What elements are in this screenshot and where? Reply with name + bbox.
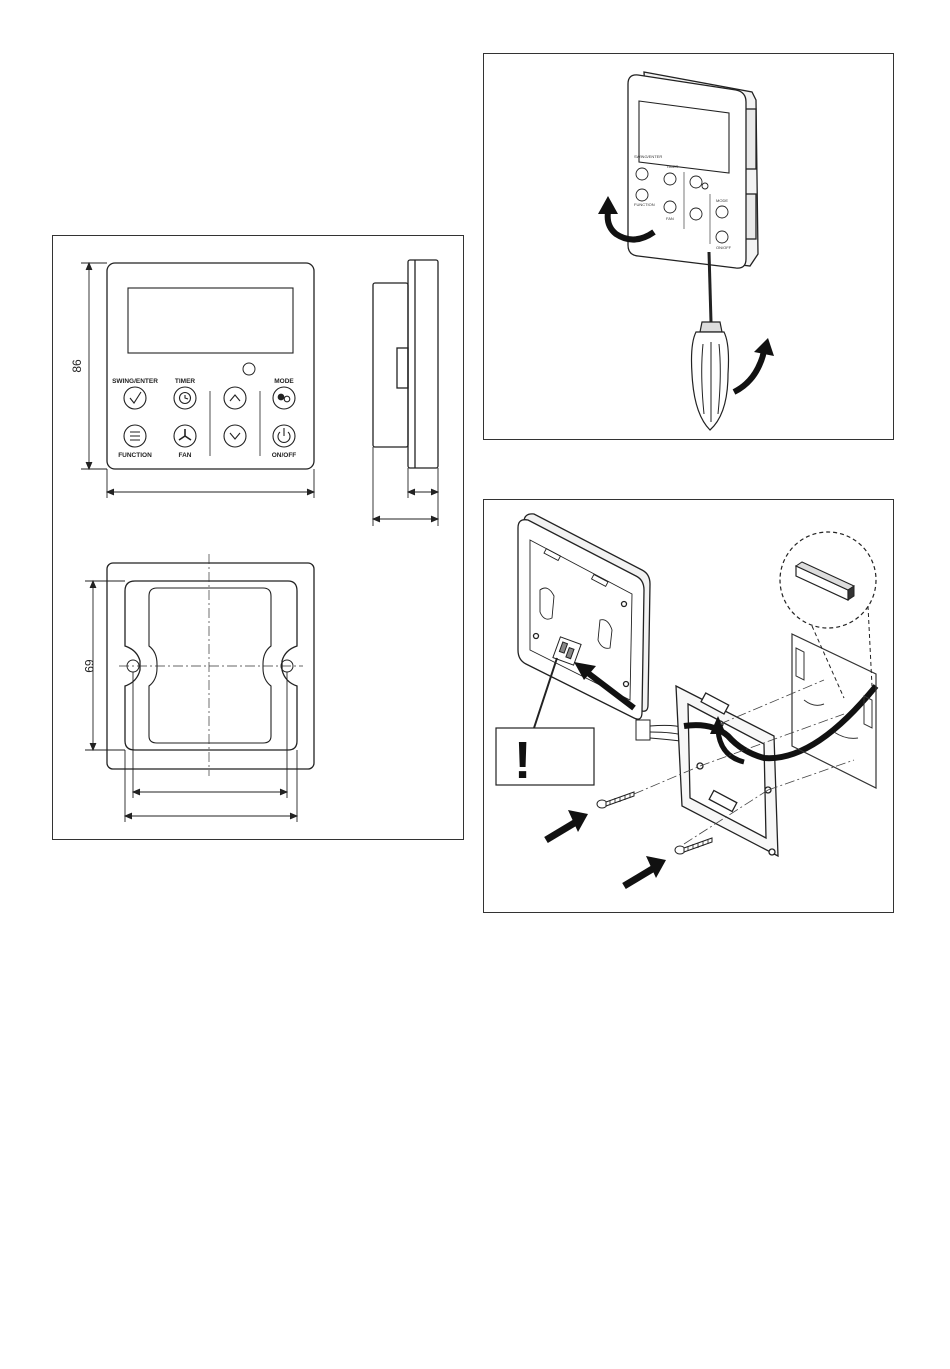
installation-drawing: ! <box>484 500 893 912</box>
small-label-timer: TIMER <box>666 164 679 169</box>
menu-icon <box>130 432 140 440</box>
push-arrow-lower-icon <box>624 856 666 886</box>
label-timer: TIMER <box>175 378 196 385</box>
check-icon <box>130 392 141 403</box>
screwdriver-icon <box>692 252 729 430</box>
warning-symbol: ! <box>514 732 531 790</box>
dimension-label-69: 69 <box>82 659 96 673</box>
screw-lower-icon <box>675 838 712 854</box>
fan-icon <box>179 429 191 440</box>
button-timer <box>174 387 196 409</box>
dimension-label-86: 86 <box>70 359 84 373</box>
small-label-mode: MODE <box>716 198 728 203</box>
down-arrow-icon <box>230 433 240 439</box>
controller-side-view <box>373 260 438 468</box>
mode-icon <box>278 394 284 400</box>
button-on-off <box>273 425 295 447</box>
button-mode <box>273 387 295 409</box>
dimensions-drawing: SWING/ENTER TIMER MODE FUNCTION FAN ON/O… <box>53 236 463 839</box>
push-arrow-upper-icon <box>546 810 588 840</box>
button-function <box>124 425 146 447</box>
up-arrow-icon <box>230 395 240 401</box>
installation-figure: ! <box>483 499 894 913</box>
wall-box <box>792 634 876 788</box>
small-label-function: FUNCTION <box>634 202 655 207</box>
removal-drawing: SWING/ENTER TIMER MODE FUNCTION FAN ON/O… <box>484 54 893 439</box>
label-fan: FAN <box>179 452 192 459</box>
mounting-plate <box>676 686 778 856</box>
dimensions-figure: SWING/ENTER TIMER MODE FUNCTION FAN ON/O… <box>52 235 464 840</box>
label-function: FUNCTION <box>118 452 152 459</box>
small-label-swing-enter: SWING/ENTER <box>634 154 662 159</box>
label-swing-enter: SWING/ENTER <box>112 378 158 385</box>
label-mode: MODE <box>274 378 294 385</box>
small-label-fan: FAN <box>666 216 674 221</box>
button-swing-enter <box>124 387 146 409</box>
button-down <box>224 425 246 447</box>
dimension-depth-side <box>373 447 438 526</box>
button-up <box>224 387 246 409</box>
label-on-off: ON/OFF <box>272 452 297 459</box>
dimension-height-front <box>81 263 107 469</box>
button-fan <box>174 425 196 447</box>
connector-detail-magnifier <box>780 532 876 698</box>
screw-upper-icon <box>597 792 634 808</box>
controller-front-view <box>107 263 314 469</box>
small-label-on-off: ON/OFF <box>716 245 732 250</box>
removal-figure: SWING/ENTER TIMER MODE FUNCTION FAN ON/O… <box>483 53 894 440</box>
controller-back-view <box>518 514 650 719</box>
dimension-width-front <box>107 469 314 498</box>
lift-arrow-icon <box>734 338 774 392</box>
